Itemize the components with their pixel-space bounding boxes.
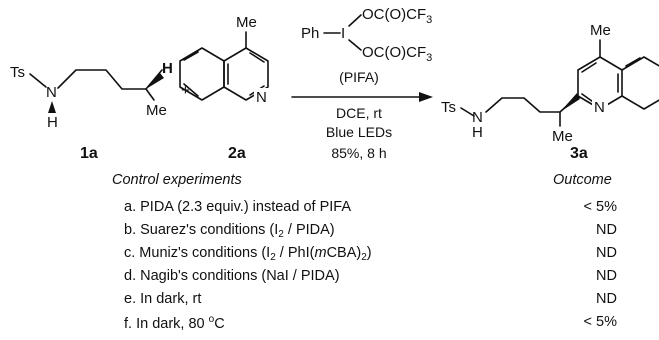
wedge-n-h bbox=[48, 101, 56, 113]
arrowhead bbox=[419, 92, 433, 102]
alkyl-chain bbox=[485, 95, 579, 113]
alkyl-chain bbox=[57, 69, 163, 90]
atom-me: Me bbox=[552, 128, 573, 145]
reactant-1a: Ts N H H Me 1a bbox=[10, 60, 173, 162]
table-row: c. Muniz's conditions (I2 / PhI(mCBA)2) … bbox=[0, 245, 659, 267]
atom-ts: Ts bbox=[441, 99, 456, 116]
experiment-b: b. Suarez's conditions (I2 / PIDA) bbox=[124, 222, 335, 240]
experiment-a: a. PIDA (2.3 equiv.) instead of PIFA bbox=[124, 199, 352, 215]
reactant-2a: Me N 2a bbox=[179, 14, 270, 162]
experiment-f: f. In dark, 80 oC bbox=[124, 314, 225, 332]
header-experiments: Control experiments bbox=[112, 172, 242, 188]
atom-me: Me bbox=[146, 102, 167, 119]
atom-me-ring: Me bbox=[590, 22, 611, 39]
bond-ts-n bbox=[29, 73, 47, 88]
header-outcome: Outcome bbox=[553, 172, 612, 188]
outcome-a: < 5% bbox=[583, 199, 617, 215]
table-row: d. Nagib's conditions (NaI / PIDA) ND bbox=[0, 268, 659, 290]
outcome-c: ND bbox=[596, 245, 617, 261]
compound-label-1a: 1a bbox=[80, 145, 98, 162]
group-top: OC(O)CF3 bbox=[362, 6, 432, 26]
outcome-f: < 5% bbox=[583, 314, 617, 330]
reagent-pifa: Ph I OC(O)CF3 OC(O)CF3 (PIFA) bbox=[301, 6, 432, 85]
experiment-d: d. Nagib's conditions (NaI / PIDA) bbox=[124, 268, 340, 284]
outcome-d: ND bbox=[596, 268, 617, 284]
condition-light: Blue LEDs bbox=[326, 124, 392, 140]
atom-me: Me bbox=[236, 14, 257, 31]
condition-yield: 85%, 8 h bbox=[331, 145, 386, 161]
outcome-e: ND bbox=[596, 291, 617, 307]
experiment-e: e. In dark, rt bbox=[124, 291, 202, 307]
table-row: b. Suarez's conditions (I2 / PIDA) ND bbox=[0, 222, 659, 244]
bond-c-me bbox=[145, 88, 155, 101]
product-3a: Ts N H Me Me N 3a bbox=[441, 22, 659, 162]
compound-label-3a: 3a bbox=[570, 145, 588, 162]
table-row: e. In dark, rt ND bbox=[0, 291, 659, 313]
benzene-ring bbox=[179, 47, 225, 101]
atom-n: N bbox=[472, 109, 483, 126]
atom-h: H bbox=[162, 60, 173, 77]
atom-ph: Ph bbox=[301, 25, 319, 42]
atom-i: I bbox=[341, 25, 345, 42]
group-bottom: OC(O)CF3 bbox=[362, 44, 432, 64]
reagent-name: (PIFA) bbox=[339, 69, 379, 85]
atom-n: N bbox=[256, 89, 267, 106]
table-row: f. In dark, 80 oC < 5% bbox=[0, 314, 659, 336]
atom-nh: H bbox=[47, 114, 58, 131]
outcome-b: ND bbox=[596, 222, 617, 238]
atom-ts: Ts bbox=[10, 64, 25, 81]
wedge-c-ring bbox=[560, 93, 580, 112]
atom-n-ring: N bbox=[594, 99, 605, 116]
experiment-c: c. Muniz's conditions (I2 / PhI(mCBA)2) bbox=[124, 245, 372, 263]
condition-solvent: DCE, rt bbox=[336, 105, 382, 121]
atom-n: N bbox=[46, 84, 57, 101]
table-row: a. PIDA (2.3 equiv.) instead of PIFA < 5… bbox=[0, 199, 659, 221]
compound-label-2a: 2a bbox=[228, 145, 246, 162]
atom-h: H bbox=[472, 124, 483, 141]
wedge-c-h bbox=[146, 73, 164, 89]
